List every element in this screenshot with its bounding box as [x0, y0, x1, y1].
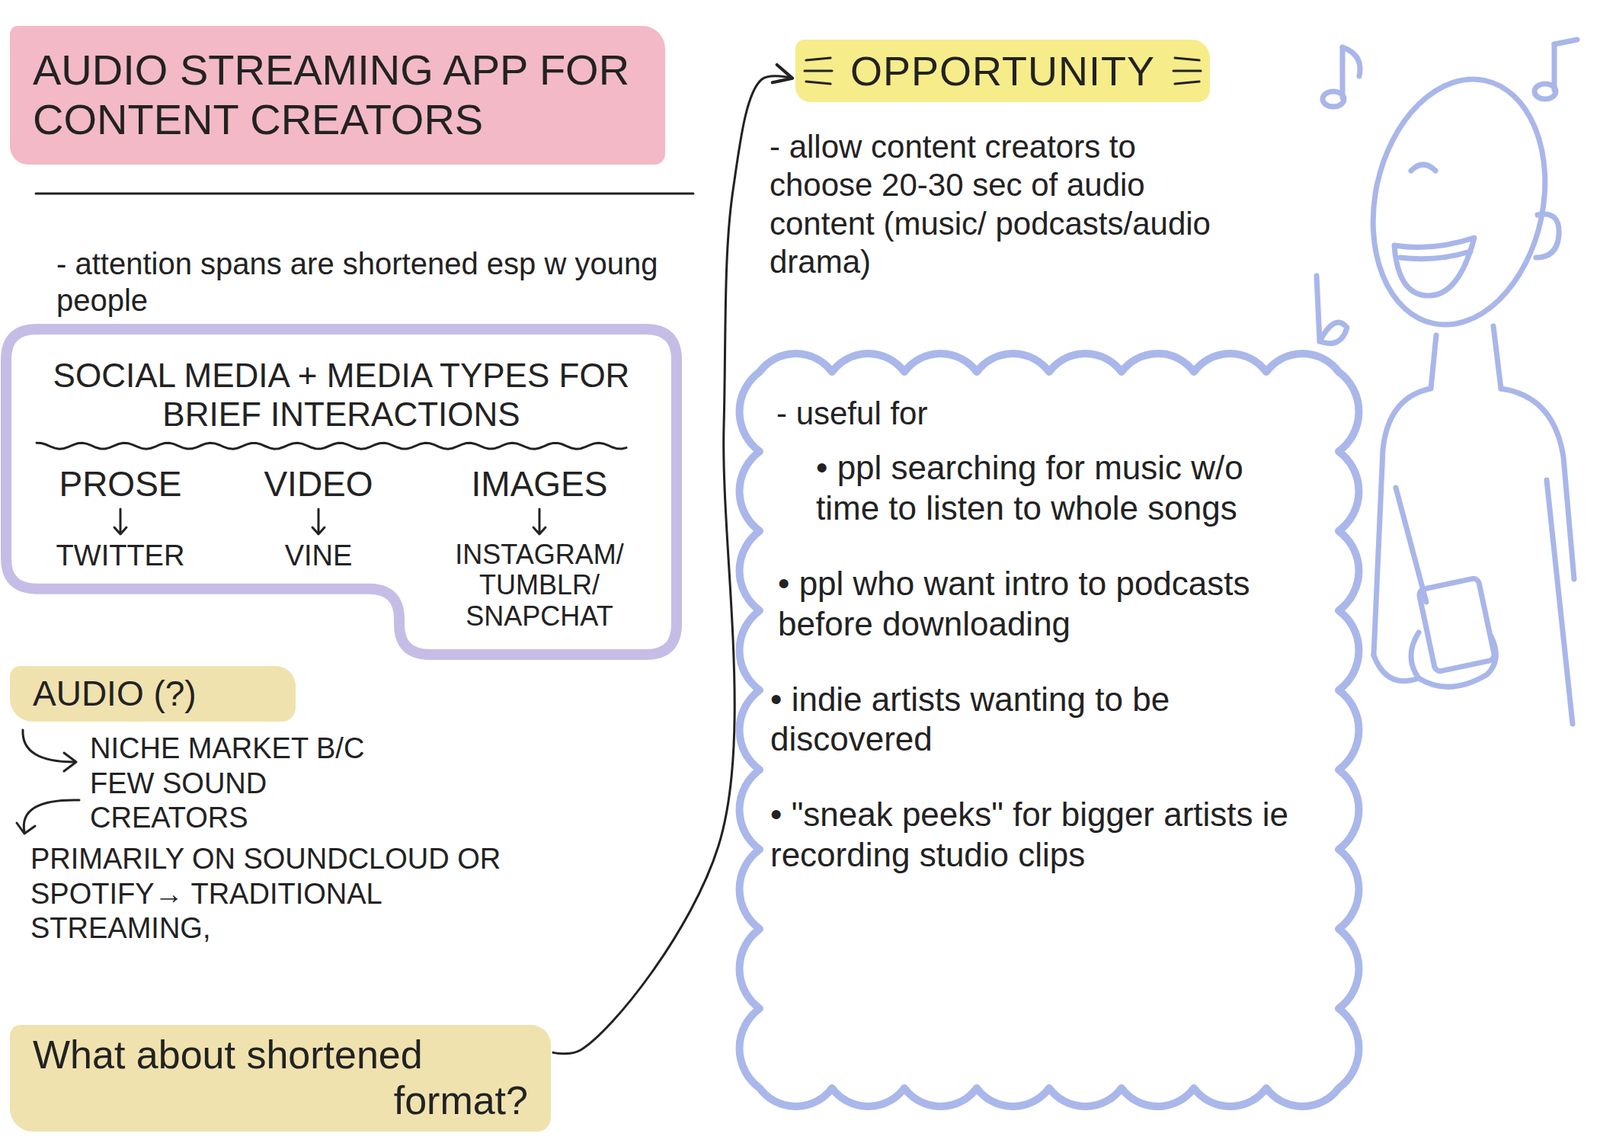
- note-block: NICHE MARKET B/C FEW SOUND CREATORS: [89, 731, 418, 836]
- media-type: VIDEO: [263, 464, 373, 505]
- note-block: - allow content creators to choose 20-30…: [769, 128, 1242, 282]
- cloud-border: [739, 353, 1360, 1107]
- note-block: - attention spans are shortened esp w yo…: [56, 245, 666, 319]
- group-outline: SOCIAL MEDIA + MEDIA TYPES FOR BRIEF INT…: [6, 329, 677, 655]
- column-row: PROSE TWITTER VIDEO VINE IMAGES INSTAGRAM/ TU…: [21, 464, 662, 632]
- bullet-text: - useful for: [776, 394, 1309, 433]
- forearm: [1373, 655, 1419, 682]
- note-head: [1534, 83, 1556, 100]
- platform-name: TWITTER: [56, 539, 186, 573]
- down-arrow: [307, 504, 330, 540]
- emphasis-dash: [806, 57, 831, 61]
- note-text: - allow content creators to choose 20-30…: [769, 128, 1242, 282]
- bullet-text: • "sneak peeks" for bigger artists ie re…: [770, 794, 1304, 876]
- bullet-text: • indie artists wanting to be discovered: [770, 679, 1289, 761]
- band-text: What about shortened format?: [32, 1032, 528, 1124]
- arm: [1546, 480, 1573, 724]
- neck: [1430, 335, 1437, 389]
- music-flat: [1316, 275, 1348, 344]
- emphasis-dash: [1174, 81, 1200, 84]
- person-illustration: [1316, 39, 1578, 724]
- cloud-bubble: - useful for • ppl searching for music w/…: [759, 371, 1339, 1088]
- note-stem: [1340, 47, 1346, 98]
- note-head: [1322, 91, 1344, 107]
- arrow-stroke: [312, 508, 325, 535]
- title-text: AUDIO STREAMING APP FOR CONTENT CREATORS: [32, 45, 643, 145]
- note-flag: [1342, 47, 1360, 77]
- eye: [1411, 164, 1436, 171]
- down-arrow: [528, 504, 551, 540]
- bullet-text: • ppl searching for music w/o time to li…: [816, 448, 1296, 529]
- curved-arrow: [22, 729, 75, 762]
- phone: [1417, 577, 1495, 672]
- media-type: PROSE: [58, 464, 182, 505]
- teeth: [1400, 251, 1471, 260]
- arrow-head: [64, 752, 77, 772]
- shoulder: [1500, 388, 1575, 580]
- platform-name: VINE: [284, 539, 353, 573]
- heading-highlight: OPPORTUNITY: [795, 39, 1210, 103]
- note-text: NICHE MARKET B/C FEW SOUND CREATORS: [89, 731, 418, 836]
- wavy-underline: [36, 442, 627, 449]
- title-banner: AUDIO STREAMING APP FOR CONTENT CREATORS: [9, 25, 666, 165]
- smile: [1394, 237, 1475, 296]
- highlight-band: AUDIO (?): [9, 665, 296, 722]
- down-arrow: [108, 504, 132, 540]
- emphasis-dash: [804, 70, 832, 73]
- sleeve: [1395, 487, 1427, 602]
- arrow-stroke: [533, 508, 546, 535]
- section-heading: OPPORTUNITY: [850, 47, 1156, 95]
- neck: [1493, 326, 1501, 389]
- emphasis-dash: [806, 81, 831, 84]
- platform-name: INSTAGRAM/ TUMBLR/ SNAPCHAT: [436, 539, 643, 632]
- note-text: PRIMARILY ON SOUNDCLOUD OR SPOTIFY→ TRAD…: [30, 841, 519, 947]
- media-type: IMAGES: [471, 464, 608, 505]
- highlight-band: What about shortened format?: [9, 1024, 551, 1132]
- bullet-text: • ppl who want intro to podcasts before …: [777, 563, 1304, 645]
- note-text: - attention spans are shortened esp w yo…: [56, 245, 666, 319]
- group-border: [6, 329, 677, 655]
- media-column: IMAGES INSTAGRAM/ TUMBLR/ SNAPCHAT: [417, 464, 662, 632]
- note-block: PRIMARILY ON SOUNDCLOUD OR SPOTIFY→ TRAD…: [30, 841, 519, 947]
- emphasis-dash: [1174, 57, 1200, 61]
- band-text: AUDIO (?): [32, 673, 273, 714]
- media-column: VIDEO VINE: [219, 464, 418, 572]
- divider-rule: [35, 192, 694, 196]
- curved-pointer: [16, 729, 80, 834]
- emphasis-dash: [1173, 70, 1201, 73]
- ear: [1536, 214, 1559, 258]
- hand: [1411, 632, 1496, 687]
- head: [1351, 63, 1568, 342]
- media-column: PROSE TWITTER: [21, 464, 220, 572]
- arrow-head: [16, 822, 36, 834]
- note-flag: [1554, 39, 1578, 45]
- arrow-stroke: [114, 508, 127, 535]
- group-heading: SOCIAL MEDIA + MEDIA TYPES FOR BRIEF INT…: [21, 356, 662, 434]
